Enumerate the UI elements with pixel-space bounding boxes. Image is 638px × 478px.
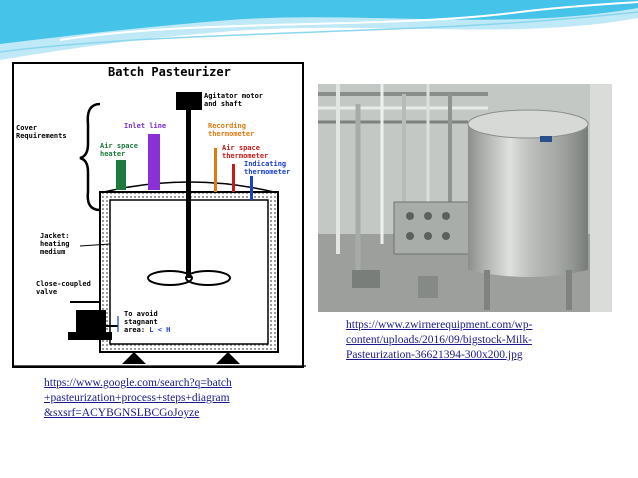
support-foot-right [216,352,240,364]
cover-requirements-label: Cover Requirements [16,124,67,140]
diagram-title: Batch Pasteurizer [108,65,231,79]
agitator-motor [176,92,202,110]
agitator-blade-right [185,270,231,286]
valve-base [68,332,112,340]
indicating-thermometer-label: Indicating thermometer [244,160,291,176]
air-space-heater-label: Air space heater [100,142,138,158]
agitator-shaft [186,110,191,278]
agitator-label: Agitator motor and shaft [204,92,264,108]
air-space-thermometer-label: Air space thermometer [222,144,269,160]
cover-brace [79,102,101,212]
diagram-source-link[interactable]: https://www.google.com/search?q=batch +p… [44,377,232,419]
recording-thermometer-label: Recording thermometer [208,122,255,138]
valve-label: Close-coupled valve [36,280,91,296]
valve-pipe [70,301,101,312]
stagnant-label-line2: stagnant [124,318,158,326]
stagnant-label-line1: To avoid [124,310,158,318]
stagnant-area-text: area: [124,326,146,334]
diagram-drawing [14,92,306,367]
milk-pasteurization-photo [318,84,612,312]
support-foot-left [122,352,146,364]
agitator-blade-left [147,270,193,286]
jacket-arrow [79,243,111,247]
air-space-thermometer [232,164,235,192]
inlet-line [148,134,160,190]
batch-pasteurizer-diagram: Batch Pasteurizer Agitator motor and sha… [12,62,306,368]
stagnant-label-line3: area: L < H [124,326,170,334]
stagnant-area-symbol: L < H [149,326,171,334]
recording-thermometer [214,148,217,192]
header-banner [0,0,638,60]
valve-body [76,310,106,332]
air-space-heater [116,160,126,190]
indicating-thermometer [250,176,253,200]
jacket-label: Jacket: heating medium [40,232,70,256]
inlet-line-label: Inlet line [124,122,167,130]
photo-source-link[interactable]: https://www.zwirnerequipment.com/wp- con… [346,319,533,361]
photo-illustration [318,84,612,312]
